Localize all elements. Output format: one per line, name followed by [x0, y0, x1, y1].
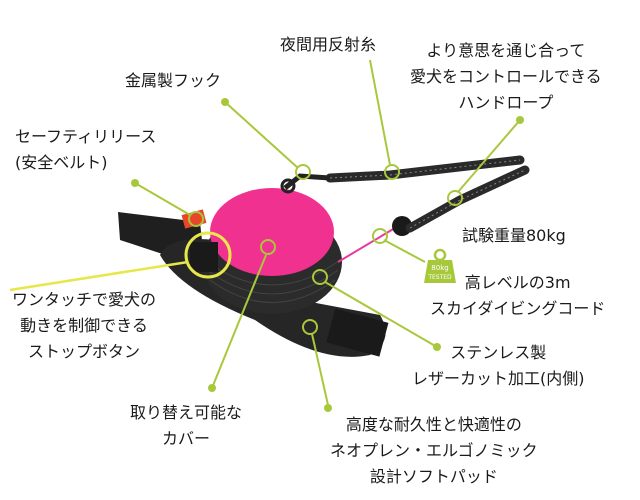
pad-strap	[326, 308, 389, 357]
stop-button	[190, 242, 218, 272]
weight-badge-bottom: TESTED	[427, 274, 452, 281]
label-tested: 試験重量80kg	[462, 226, 566, 245]
label-hook: 金属製フック	[125, 71, 222, 90]
label-stainless: ステンレス製レザーカット加工(内側)	[412, 343, 585, 388]
callout-dots	[131, 98, 524, 412]
label-reflective: 夜間用反射糸	[280, 35, 377, 54]
weight-badge-top: 80kg	[431, 264, 448, 272]
label-stop: ワンタッチで愛犬の動きを制御できるストップボタン	[12, 290, 157, 361]
stop-callout-line	[9, 260, 189, 292]
label-cover: 取り替え可能なカバー	[130, 403, 243, 448]
pink-cover	[210, 188, 334, 276]
label-hand-rope: より意思を通じ合って愛犬をコントロールできるハンドロープ	[410, 41, 602, 112]
label-safety: セーフティリリース(安全ベルト)	[15, 127, 157, 172]
callout-lines	[134, 59, 521, 406]
label-pad: 高度な耐久性と快適性のネオプレン・エルゴノミック設計ソフトパッド	[330, 415, 538, 486]
stop-callout-circle	[184, 231, 232, 279]
metal-hook	[283, 173, 331, 190]
cord	[337, 227, 396, 263]
weight-badge: 80kg TESTED	[424, 248, 456, 283]
